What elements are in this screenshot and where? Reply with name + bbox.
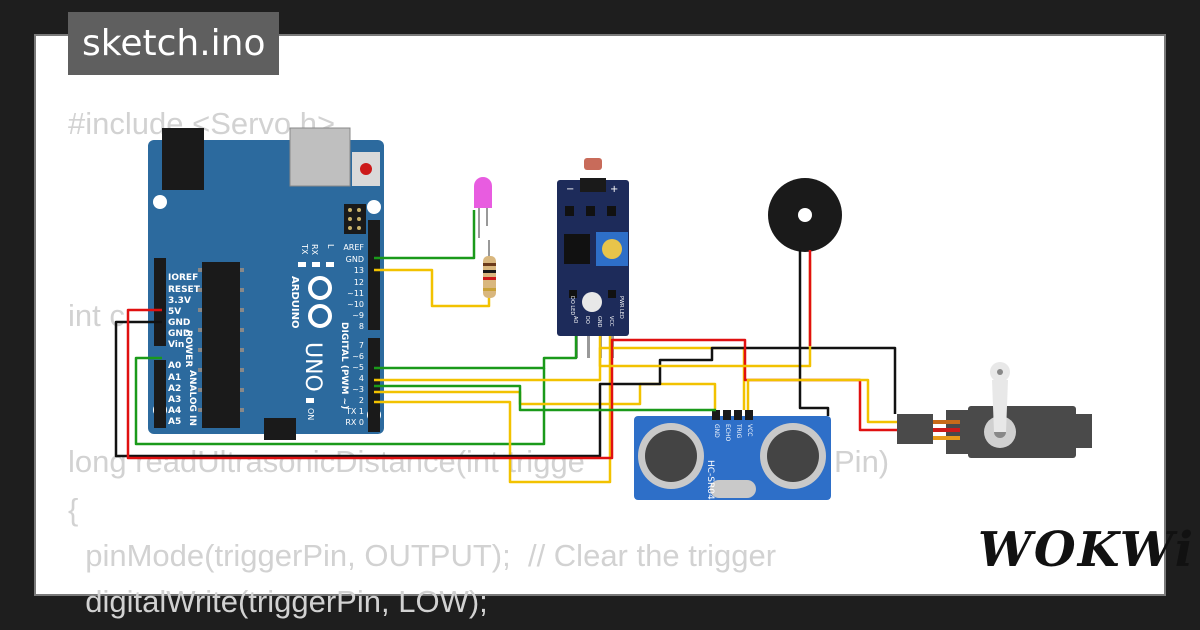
pin-label: ECHO xyxy=(724,424,731,441)
pin-label: 13 xyxy=(354,266,364,275)
pin-label: AREF xyxy=(343,243,364,252)
comparator-chip xyxy=(564,234,590,264)
code-line: digitalWrite(triggerPin, LOW); xyxy=(68,584,488,619)
pin-label: 8 xyxy=(359,322,364,331)
arduino-brand: ARDUINO xyxy=(289,276,300,328)
pin-label: 7 xyxy=(359,341,364,350)
code-line: pinMode(triggerPin, OUTPUT); // Clear th… xyxy=(68,538,777,573)
pin-label: A2 xyxy=(168,384,181,394)
pin-label: GND xyxy=(713,424,720,438)
file-tab[interactable]: sketch.ino xyxy=(68,12,280,75)
pin-label: 4 xyxy=(359,374,364,383)
pin-label: GND xyxy=(346,255,364,264)
pin-label: AO xyxy=(572,316,578,323)
sensor-model: HC-SR04 xyxy=(705,460,715,500)
ldr-module[interactable]: − + DO LED PWR LED AO DO GND VCC xyxy=(557,158,629,358)
led-label: DO LED xyxy=(569,296,575,315)
pin-label: A1 xyxy=(168,373,181,383)
digital-header-top[interactable] xyxy=(368,220,380,330)
rx-label: RX xyxy=(310,244,319,256)
pin-label: 5V xyxy=(168,307,181,317)
led-label: PWR LED xyxy=(618,296,624,319)
crystal xyxy=(710,480,756,498)
plus-label: + xyxy=(610,184,618,195)
digital-title: DIGITAL (PWM ~) xyxy=(339,322,349,409)
pin-label: Vin xyxy=(168,340,184,350)
pin-label: A3 xyxy=(168,395,181,405)
pin-label: A0 xyxy=(168,361,181,371)
power-jack xyxy=(162,128,204,190)
pin-label: VCC xyxy=(746,424,753,436)
pin-label: ~11 xyxy=(347,289,364,298)
pin-label: GND xyxy=(168,329,190,339)
arduino-logo-icon xyxy=(308,276,332,328)
pin-label: TRIG xyxy=(735,423,742,439)
pin-label: VCC xyxy=(608,316,614,327)
power-header[interactable] xyxy=(154,258,166,346)
led[interactable] xyxy=(474,177,492,238)
pin-label: 2 xyxy=(359,396,364,405)
pin-label: 12 xyxy=(354,278,364,287)
wokwi-logo: WOKWi xyxy=(978,522,1196,578)
arduino-uno[interactable]: IOREF RESET 3.3V 5V GND GND Vin A0 A1 A2… xyxy=(148,127,384,440)
l-label: L xyxy=(326,244,335,249)
code-line: Pin) xyxy=(834,444,890,479)
hc-sr04-sensor[interactable]: GND ECHO TRIG VCC HC-SR04 xyxy=(634,410,831,500)
pin-label: ~9 xyxy=(352,311,364,320)
pin-label: GND xyxy=(596,316,602,328)
photoresistor xyxy=(584,158,602,170)
analog-header[interactable] xyxy=(154,360,166,428)
code-line: int c xyxy=(68,298,125,333)
pin-label: ~3 xyxy=(352,385,364,394)
pin-label: A5 xyxy=(168,417,181,427)
minus-label: − xyxy=(566,184,574,195)
pin-label: RESET xyxy=(168,285,201,295)
pin-label: 3.3V xyxy=(168,296,191,306)
servo-motor[interactable] xyxy=(897,362,1092,458)
atmega-chip xyxy=(202,262,240,428)
tx-label: TX xyxy=(300,243,309,255)
analog-title: ANALOG IN xyxy=(187,370,197,426)
pin-label: ~10 xyxy=(347,300,364,309)
code-line: { xyxy=(68,492,79,527)
pin-label: GND xyxy=(168,318,190,328)
pin-label: RX 0 xyxy=(345,418,364,427)
pin-label: DO xyxy=(584,316,590,324)
code-line: long readUltrasonicDistance(int trigge xyxy=(68,444,585,479)
resistor[interactable] xyxy=(483,240,496,298)
pin-label: ~5 xyxy=(352,363,364,372)
power-title: POWER xyxy=(183,330,193,367)
arduino-model: UNO xyxy=(300,342,325,392)
usb-port xyxy=(289,127,351,187)
wires xyxy=(114,210,897,484)
buzzer[interactable] xyxy=(768,178,842,252)
pin-label: A4 xyxy=(168,406,181,416)
on-label: ON xyxy=(306,408,315,420)
pin-label: ~6 xyxy=(352,352,364,361)
pin-label: TX 1 xyxy=(345,407,364,416)
pin-label: IOREF xyxy=(168,273,198,283)
